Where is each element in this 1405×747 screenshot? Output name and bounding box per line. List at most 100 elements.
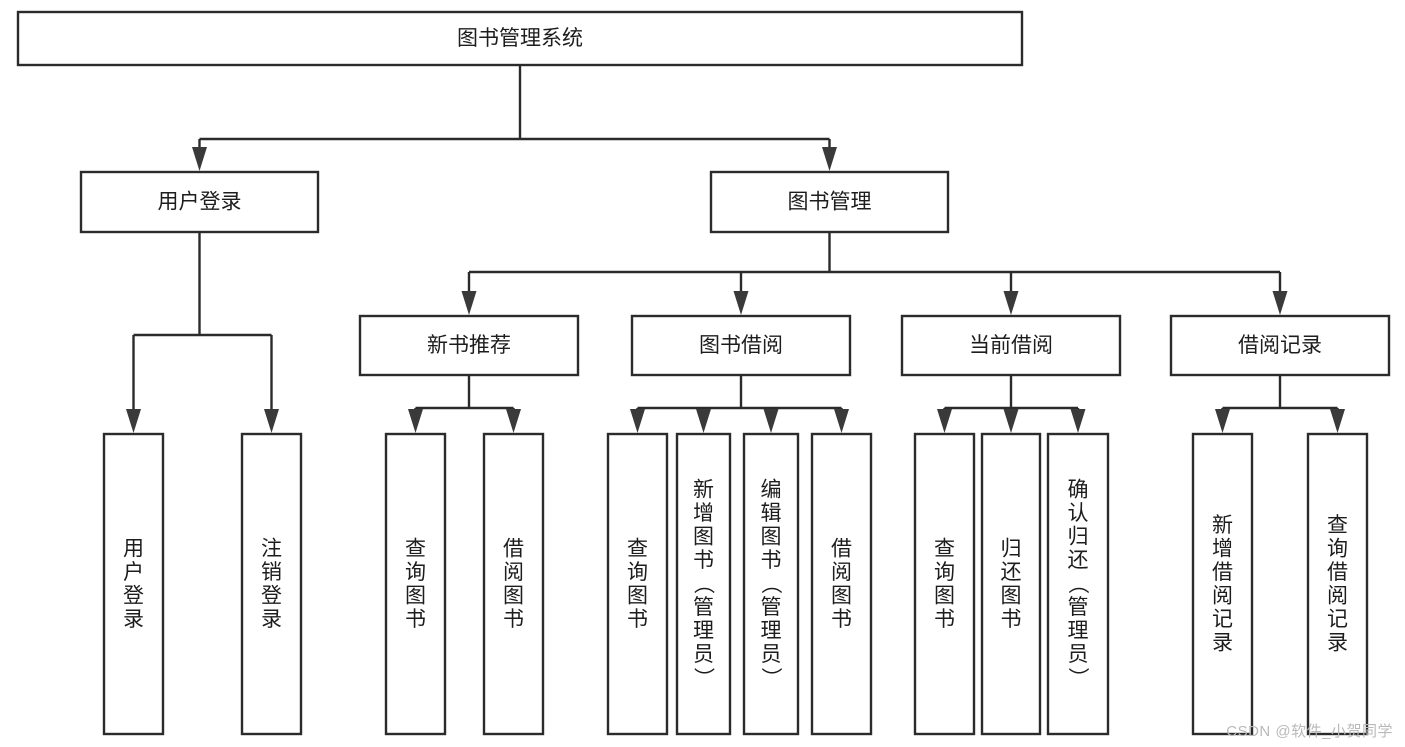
node-label-char: ） [1066,667,1089,688]
node-label-char: （ [692,573,715,594]
node-root[interactable]: 图书管理系统 [16,10,1024,67]
node-label-char: 销 [261,561,282,584]
arrow-head-icon [461,291,477,315]
node-label-char: 归 [1068,526,1089,549]
node-label-char: 户 [123,561,144,584]
node-label-char: 阅 [831,561,852,584]
node-label-char: 借 [1327,561,1348,584]
arrow-head-icon [1272,291,1288,315]
node-box[interactable] [102,432,165,736]
node-leaf-user-login[interactable]: 用户登录 [102,432,165,736]
node-label-char: 员 [1068,643,1089,666]
node-label-char: 归 [1001,537,1022,560]
arrow-head-icon [763,409,779,433]
node-box[interactable] [358,314,580,377]
arrow-head-icon [1330,409,1345,433]
node-label: 新书推荐 [427,334,511,357]
node-label-char: 查 [405,537,426,560]
node-box[interactable] [16,10,1024,67]
node-label-char: 图 [831,584,852,607]
node-label: 用户登录 [158,191,242,214]
node-box[interactable] [913,432,976,736]
node-layer: 图书管理系统用户登录图书管理新书推荐图书借阅当前借阅借阅记录用户登录注销登录查询… [16,10,1391,736]
node-label-char: 图 [503,584,524,607]
arrow-head-icon [630,409,645,433]
node-label-char: 还 [1001,561,1022,584]
node-label: 图书管理 [788,191,872,214]
node-label-char: 询 [1327,537,1348,560]
node-new-book-recommend[interactable]: 新书推荐 [358,314,580,377]
node-user-login[interactable]: 用户登录 [79,170,320,234]
node-label-char: 登 [123,584,144,607]
node-label-char: 借 [503,537,524,560]
node-book-borrow[interactable]: 图书借阅 [630,314,852,377]
node-label: 图书借阅 [699,334,783,357]
node-box[interactable] [384,432,447,736]
node-label-char: 管 [761,596,782,619]
node-label-char: 理 [1068,620,1089,643]
node-label-char: 理 [693,620,714,643]
node-label: 图书管理系统 [457,27,583,50]
arrow-head-icon [822,147,837,171]
connector-group-new-book-recommend [408,375,521,433]
node-label-char: 图 [1001,584,1022,607]
node-label-char: 图 [693,526,714,549]
node-label-char: 阅 [1327,584,1348,607]
node-label-char: 查 [934,537,955,560]
arrow-head-icon [506,409,521,433]
connector-group-user-login [126,232,279,433]
node-label-char: 员 [761,643,782,666]
node-current-borrow[interactable]: 当前借阅 [900,314,1122,377]
node-box[interactable] [810,432,873,736]
arrow-head-icon [192,147,207,171]
node-label-char: 录 [261,608,282,631]
arrow-head-icon [408,409,423,433]
node-label-char: 登 [261,584,282,607]
node-label-char: 确 [1068,479,1089,502]
node-box[interactable] [900,314,1122,377]
connector-group-book-manage [461,232,1288,315]
node-box[interactable] [606,432,669,736]
node-borrow-record[interactable]: 借阅记录 [1169,314,1391,377]
node-box[interactable] [980,432,1042,736]
node-box[interactable] [482,432,545,736]
node-label-char: 理 [761,620,782,643]
node-label-char: 询 [405,561,426,584]
node-box[interactable] [1046,432,1110,736]
node-label: 当前借阅 [969,334,1053,357]
node-label-char: 新 [1212,514,1233,537]
arrow-head-icon [834,409,849,433]
node-label-char: ） [759,667,782,688]
node-box[interactable] [630,314,852,377]
node-box[interactable] [742,432,800,736]
node-box[interactable] [79,170,320,234]
node-box[interactable] [1306,432,1369,736]
node-box[interactable] [675,432,732,736]
arrow-head-icon [696,409,711,433]
node-box[interactable] [240,432,303,736]
node-label-char: 书 [831,608,852,631]
node-box[interactable] [1169,314,1391,377]
arrow-head-icon [1215,409,1230,433]
node-label-char: 图 [761,526,782,549]
node-label-char: （ [1066,573,1089,594]
node-box[interactable] [709,170,950,234]
node-box[interactable] [1191,432,1254,736]
node-label-char: 增 [1212,537,1233,560]
node-book-manage[interactable]: 图书管理 [709,170,950,234]
node-label-char: 记 [1212,608,1233,631]
watermark-label: CSDN @软件_小贺同学 [1226,723,1393,740]
